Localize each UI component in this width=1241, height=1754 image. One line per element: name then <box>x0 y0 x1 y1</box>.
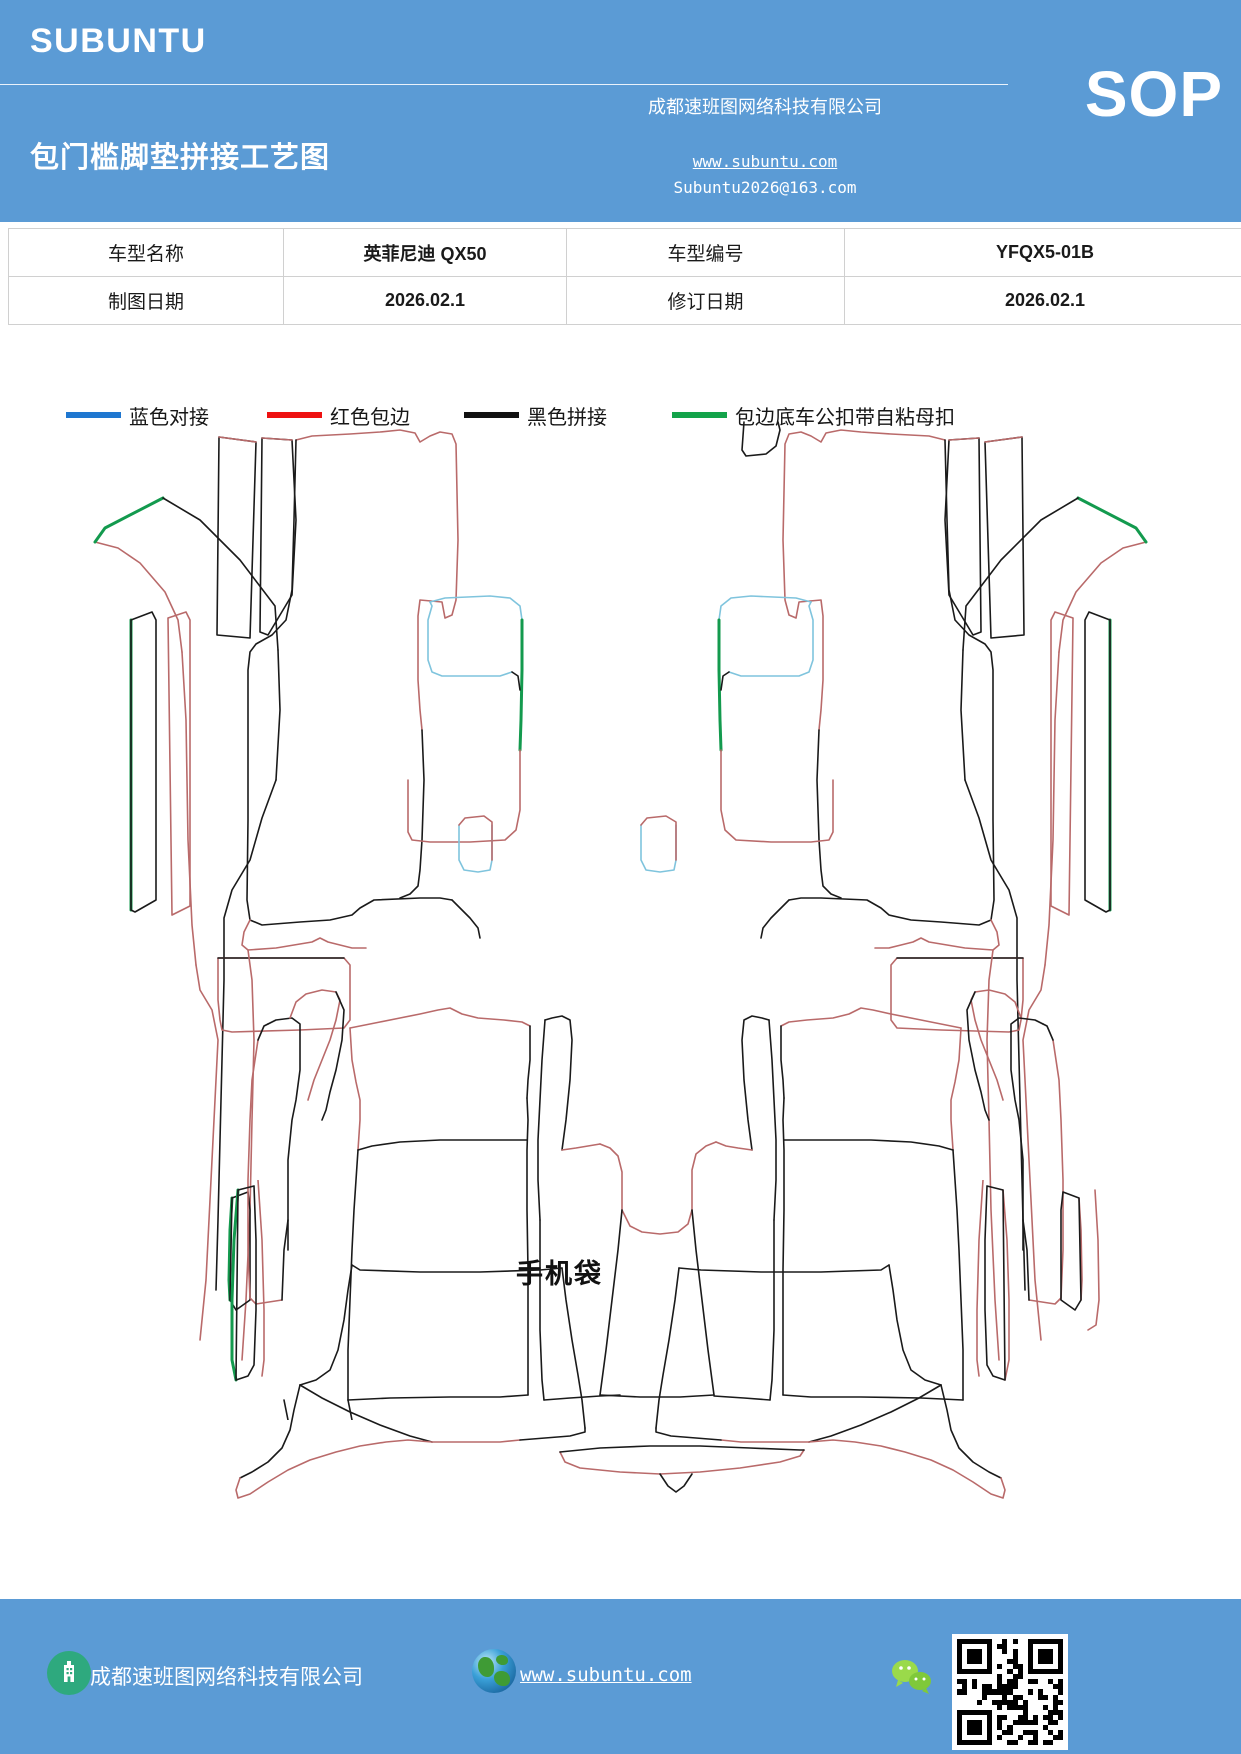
header-company-name: 成都速班图网络科技有限公司 <box>648 97 882 118</box>
value-vehicle-name: 英菲尼迪 QX50 <box>283 228 567 277</box>
legend-label-red: 红色包边 <box>330 404 410 429</box>
value-revision-date: 2026.02.1 <box>844 276 1241 325</box>
pattern-svg-lower <box>230 1179 1010 1499</box>
legend-swatch-green <box>672 412 727 418</box>
label-vehicle-name: 车型名称 <box>8 228 284 277</box>
globe-icon <box>472 1649 516 1693</box>
value-draw-date: 2026.02.1 <box>283 276 567 325</box>
phone-pocket-label: 手机袋 <box>516 1259 603 1290</box>
table-row: 制图日期 2026.02.1 修订日期 2026.02.1 <box>8 276 1241 325</box>
legend-item-red: 红色包边 <box>267 400 410 430</box>
pattern-svg <box>93 421 1148 1420</box>
legend-label-green: 包边底车公扣带自粘母扣 <box>735 404 955 429</box>
wechat-icon <box>890 1657 938 1697</box>
legend-item-black: 黑色拼接 <box>464 400 607 430</box>
building-icon <box>47 1651 91 1695</box>
legend-swatch-red <box>267 412 322 418</box>
footer-website-link[interactable]: www.subuntu.com <box>520 1664 692 1686</box>
footer-company-name: 成都速班图网络科技有限公司 <box>90 1665 363 1689</box>
legend-label-blue: 蓝色对接 <box>129 404 209 429</box>
sop-badge: SOP <box>1084 58 1223 130</box>
table-row: 车型名称 英菲尼迪 QX50 车型编号 YFQX5-01B <box>8 228 1241 277</box>
vehicle-info-table: 车型名称 英菲尼迪 QX50 车型编号 YFQX5-01B 制图日期 2026.… <box>8 228 1241 325</box>
label-revision-date: 修订日期 <box>566 276 845 325</box>
value-vehicle-code: YFQX5-01B <box>844 228 1241 277</box>
legend: 蓝色对接 红色包边 黑色拼接 包边底车公扣带自粘母扣 <box>60 400 1160 440</box>
label-draw-date: 制图日期 <box>8 276 284 325</box>
qr-code <box>952 1634 1068 1750</box>
legend-swatch-black <box>464 412 519 418</box>
legend-item-green: 包边底车公扣带自粘母扣 <box>672 400 955 430</box>
legend-swatch-blue <box>66 412 121 418</box>
pattern-drawing-lower <box>0 1179 1241 1560</box>
header-email[interactable]: Subuntu2026@163.com <box>673 178 857 197</box>
legend-label-black: 黑色拼接 <box>527 404 607 429</box>
page-footer: 成都速班图网络科技有限公司 www.subuntu.com <box>0 1599 1241 1754</box>
label-vehicle-code: 车型编号 <box>566 228 845 277</box>
header-divider <box>0 84 1008 85</box>
pattern-drawing: 手机袋 <box>0 420 1241 1420</box>
legend-item-blue: 蓝色对接 <box>66 400 209 430</box>
page-title: 包门槛脚垫拼接工艺图 <box>30 140 331 174</box>
header-website-link[interactable]: www.subuntu.com <box>692 152 838 171</box>
page-header: SUBUNTU SOP 包门槛脚垫拼接工艺图 成都速班图网络科技有限公司 www… <box>0 0 1241 222</box>
brand-logo: SUBUNTU <box>30 22 207 60</box>
